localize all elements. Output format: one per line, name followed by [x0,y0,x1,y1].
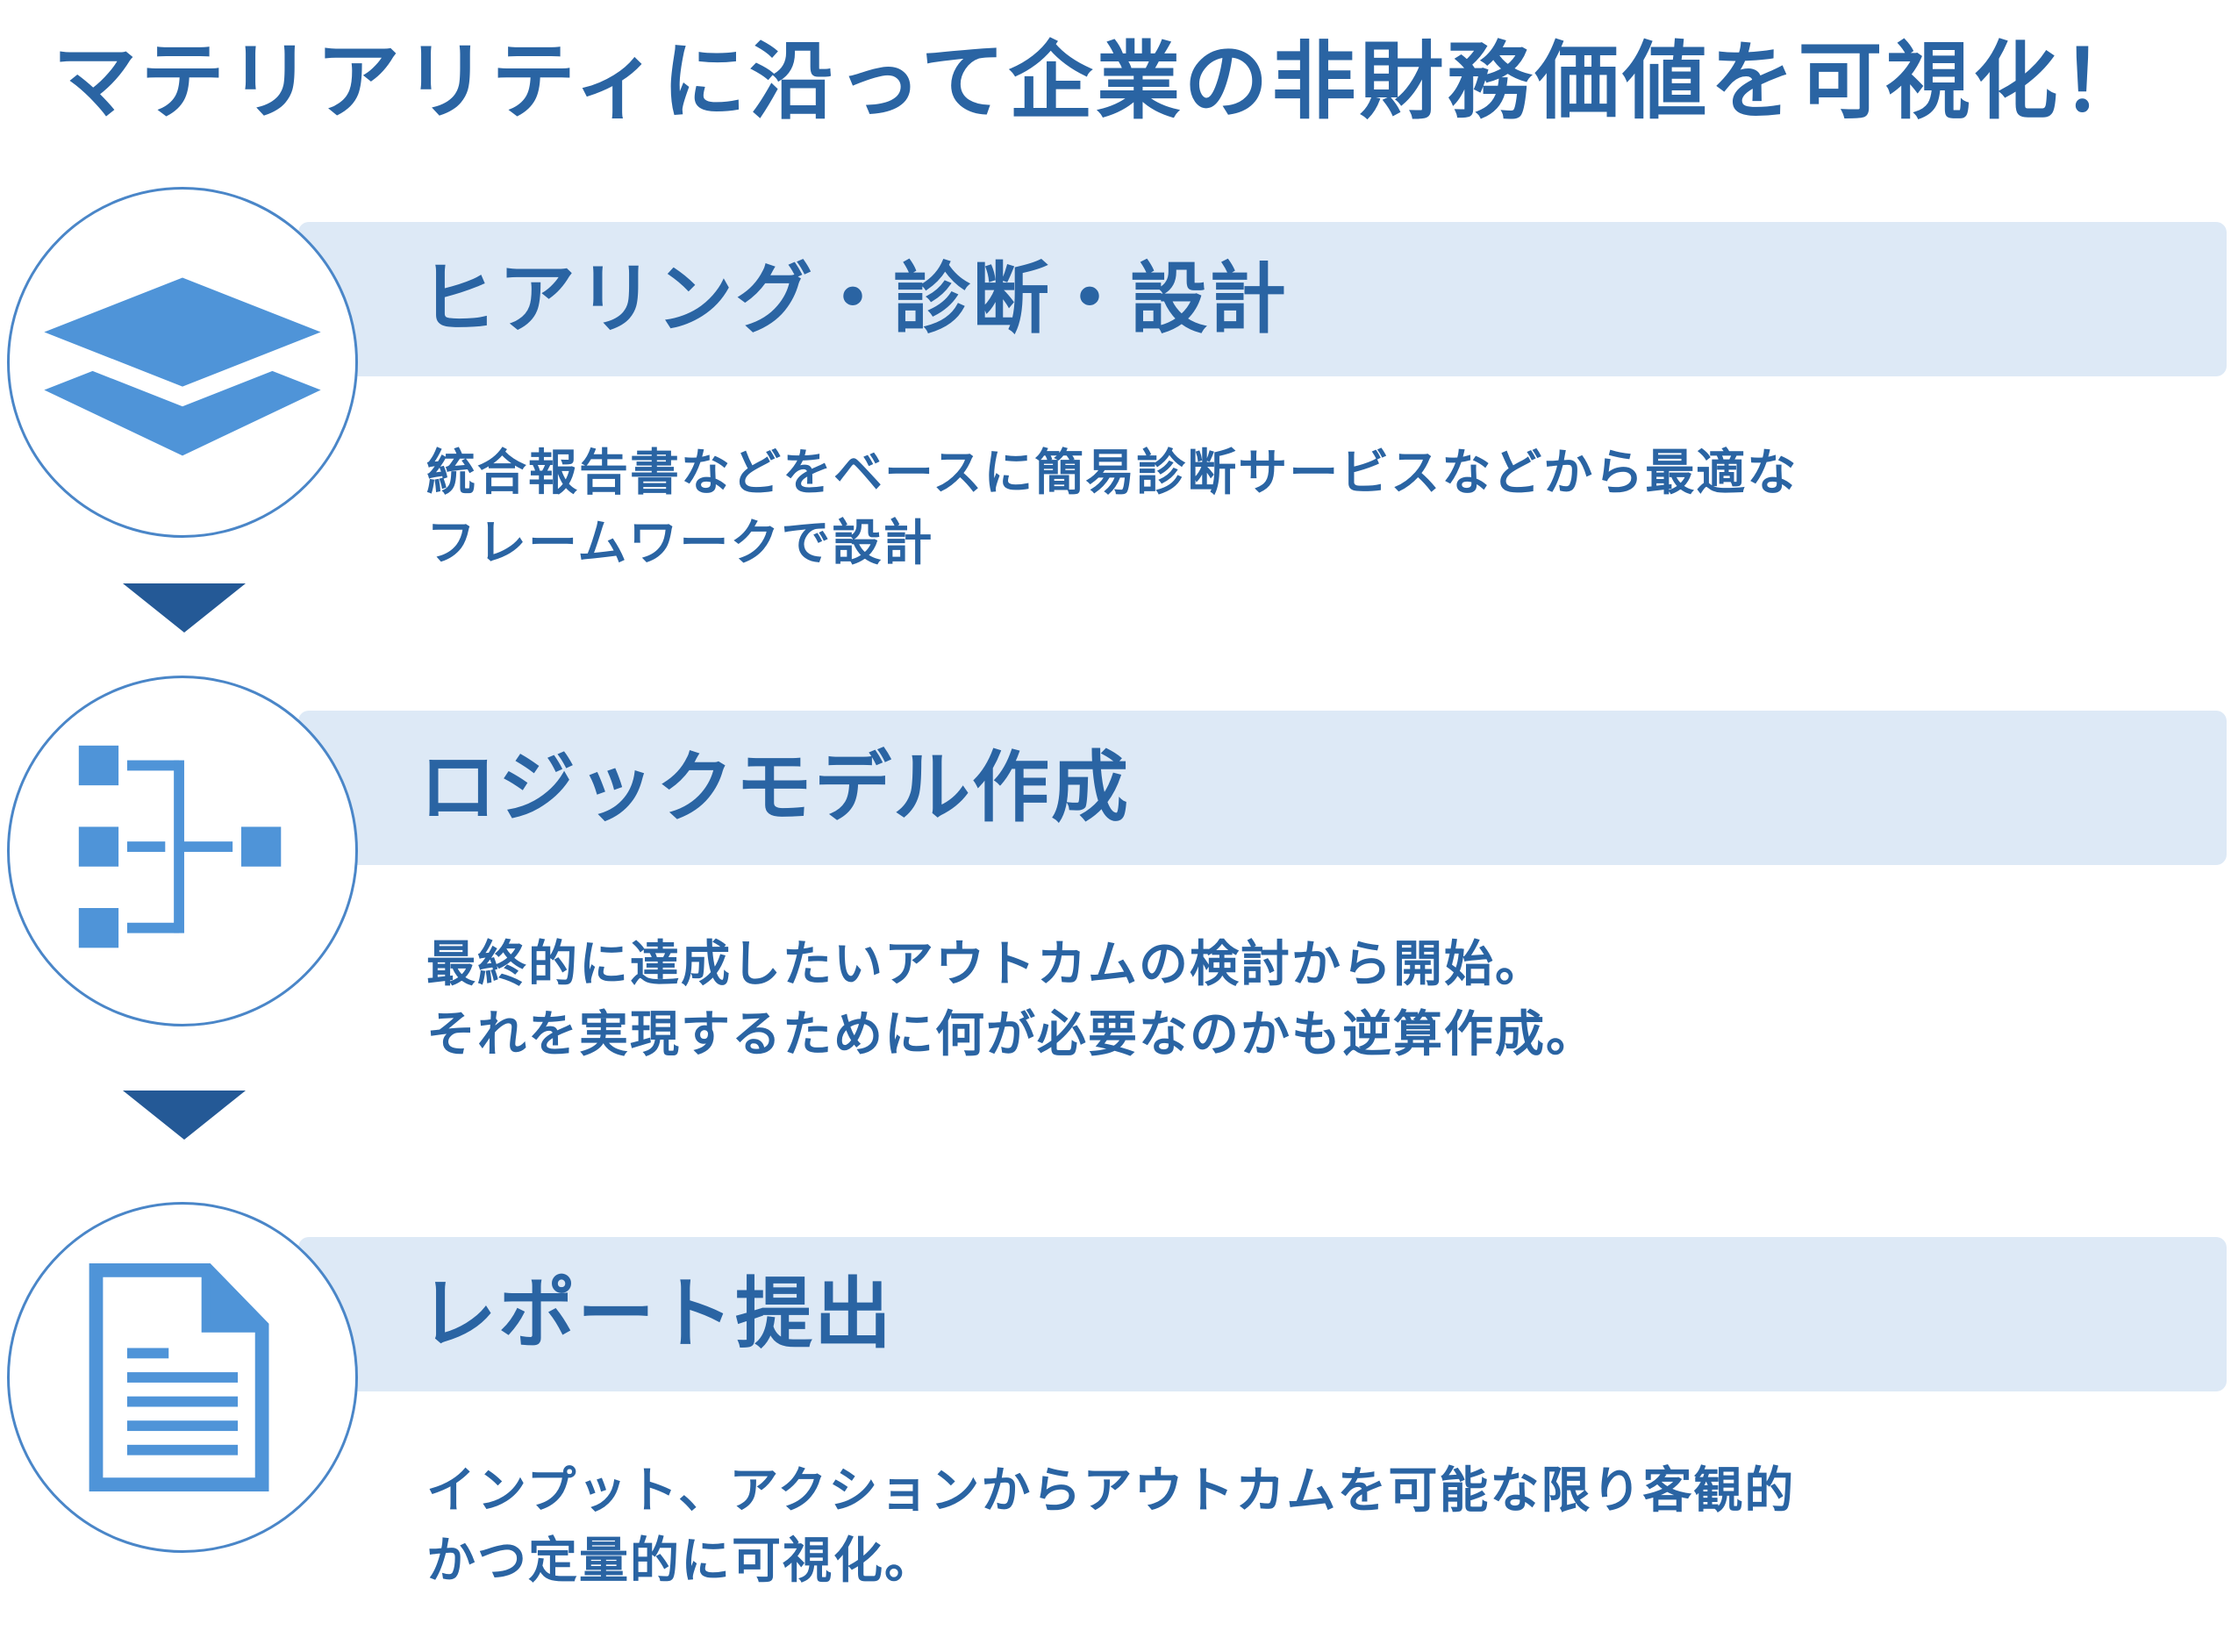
step-heading-band [298,711,2227,865]
step-heading-band [298,1237,2227,1391]
layers-icon [44,277,321,456]
arrow-down-icon [123,583,246,633]
description-line: 統合報告書などをベースに簡易診断サービスなどから最適な [426,445,1798,502]
description-line: 最終的に達成したいアウトカムの検討から開始。 [426,936,1546,993]
step-heading: レポート提出 [419,1269,894,1359]
document-icon [89,1262,269,1492]
step-icon-circle [7,187,358,538]
step-heading-band [298,222,2227,376]
description-line: フレームワークで設計 [426,515,934,572]
logic-tree-icon [78,745,282,948]
arrow-down-icon [123,1091,246,1140]
description-line: かつ定量的に可視化。 [426,1533,935,1590]
step-icon-circle [7,676,358,1026]
step-heading: ロジックモデル作成 [419,742,1131,833]
step-description: 最終的に達成したいアウトカムの検討から開始。 それを実現するために何が必要なのか… [426,930,2181,1070]
step-icon-circle [7,1202,358,1553]
step-description: 統合報告書などをベースに簡易診断サービスなどから最適な フレームワークで設計 [426,439,2181,579]
page-title: マテリアリティに沿って企業の非財務価値を可視化！ [53,32,2149,131]
step-description: インプット、アクションからアウトカムを可能な限り客観的 かつ定量的に可視化。 [426,1456,2181,1597]
description-line: それを実現するために何が必要なのかも逆算作成。 [426,1006,1597,1063]
step-heading: ヒアリング・診断・設計 [419,254,1289,344]
description-line: インプット、アクションからアウトカムを可能な限り客観的 [426,1462,1796,1520]
